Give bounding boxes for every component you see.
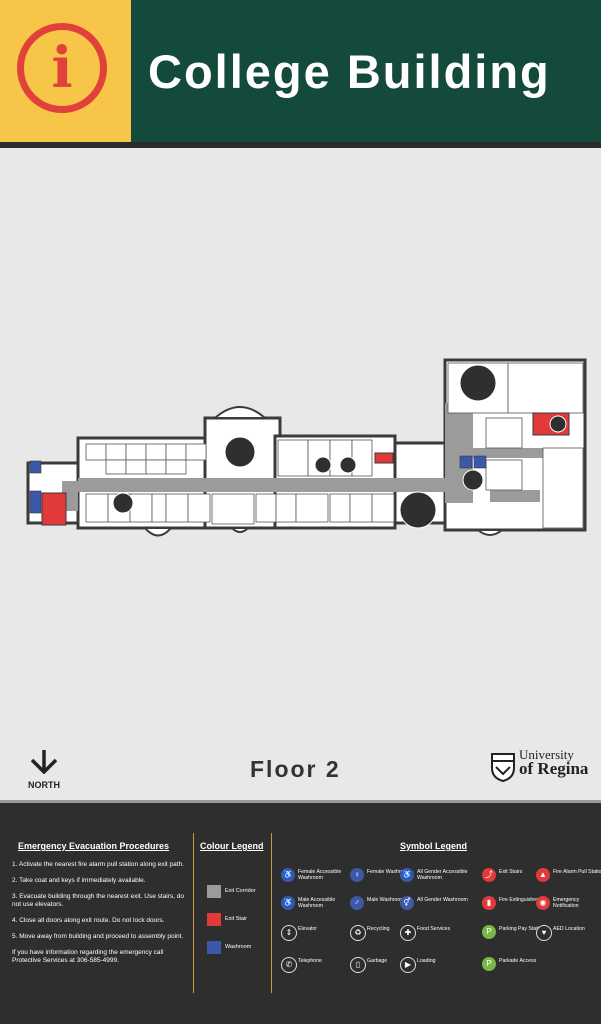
symbol-legend-label: Male Accessible Washroom bbox=[298, 897, 336, 910]
symbol-legend-item: ⇕Elevator bbox=[281, 925, 391, 943]
symbol-legend-label: Parkade Access bbox=[499, 958, 537, 964]
aed-icon: ♥ bbox=[536, 925, 552, 941]
symbol-legend-item: ♻Recycling bbox=[350, 925, 460, 943]
garbage-icon: ▯ bbox=[350, 957, 366, 973]
procedure-step: 4. Close all doors along exit route. Do … bbox=[12, 917, 165, 924]
symbol-legend-label: Telephone bbox=[298, 958, 322, 964]
symbol-legend-item: ♂Male Washroom bbox=[350, 896, 460, 914]
north-label: NORTH bbox=[28, 780, 60, 790]
loading-icon: ▶ bbox=[400, 957, 416, 973]
symbol-legend-label: All Gender Accessible Washroom bbox=[417, 869, 468, 882]
symbol-legend-item: ▮Fire Extinguisher bbox=[482, 896, 592, 914]
floor-label: Floor 2 bbox=[250, 756, 341, 782]
info-glyph: i bbox=[51, 35, 73, 101]
university-name-line1: University bbox=[519, 747, 574, 762]
symbol-legend-label: Fire Extinguisher bbox=[499, 897, 538, 903]
header-banner: i College Building bbox=[0, 0, 601, 142]
procedures-list: 1. Activate the nearest fire alarm pull … bbox=[12, 861, 190, 973]
exit-stairs-icon: ⤴ bbox=[482, 868, 496, 882]
parking-pay-icon: P bbox=[482, 925, 496, 939]
info-icon: i bbox=[17, 23, 107, 113]
legend-panel: Emergency Evacuation Procedures 1. Activ… bbox=[0, 800, 601, 1024]
food-services-icon: ✚ bbox=[400, 925, 416, 941]
symbol-legend-label: Recycling bbox=[367, 926, 390, 932]
telephone-icon: ✆ bbox=[281, 957, 297, 973]
female-accessible-icon: ♿ bbox=[281, 868, 295, 882]
symbol-legend-label: Parking Pay Station bbox=[499, 926, 545, 932]
rooms-south bbox=[85, 493, 395, 525]
procedure-step: 5. Move away from building and proceed t… bbox=[12, 933, 184, 940]
symbol-legend-item: ♿Female Accessible Washroom bbox=[281, 868, 391, 886]
all-gender-accessible-icon: ♿ bbox=[400, 868, 414, 882]
emergency-notification-icon: ◉ bbox=[536, 896, 550, 910]
legend-divider bbox=[271, 833, 272, 993]
procedure-step: 3. Evacuate building through the nearest… bbox=[12, 893, 184, 908]
symbol-legend-item: ▯Garbage bbox=[350, 957, 460, 975]
symbol-legend-label: AED Location bbox=[553, 926, 585, 932]
symbol-legend-item: ♀Female Washroom bbox=[350, 868, 460, 886]
symbol-legend-label: Elevator bbox=[298, 926, 318, 932]
symbol-legend-label: Male Washroom bbox=[367, 897, 405, 903]
university-logo: University of Regina bbox=[490, 748, 590, 784]
building-title: College Building bbox=[148, 45, 551, 98]
rooms-north bbox=[85, 439, 373, 477]
symbol-legend-item: ⚥All Gender Washroom bbox=[400, 896, 510, 914]
symbol-legend-item: ⤴Exit Stairs bbox=[482, 868, 592, 886]
female-icon: ♀ bbox=[350, 868, 364, 882]
symbol-legend-label: Loading bbox=[417, 958, 436, 964]
symbol-legend-item: ✆Telephone bbox=[281, 957, 391, 975]
crest-icon bbox=[491, 753, 515, 782]
map-area: NORTH Floor 2 University of Regina bbox=[0, 148, 601, 800]
recycling-icon: ♻ bbox=[350, 925, 366, 941]
symbol-legend-label: Female Washroom bbox=[367, 869, 411, 875]
header-divider bbox=[0, 142, 601, 148]
symbol-legend-label: Garbage bbox=[367, 958, 388, 964]
fire-alarm-icon: ▲ bbox=[536, 868, 550, 882]
symbol-legend-item: ◉Emergency Notification bbox=[536, 896, 601, 914]
symbol-legend-label: Female Accessible Washroom bbox=[298, 869, 342, 882]
symbol-legend-item: ▲Fire Alarm Pull Station bbox=[536, 868, 601, 886]
procedure-contact: If you have information regarding the em… bbox=[12, 949, 164, 964]
symbol-legend-item: ✚Food Services bbox=[400, 925, 510, 943]
symbol-legend-title: Symbol Legend bbox=[400, 841, 468, 851]
colour-legend-title: Colour Legend bbox=[200, 841, 264, 851]
washroom bbox=[29, 455, 487, 514]
round-rooms bbox=[112, 364, 567, 529]
elevator-icon: ⇕ bbox=[281, 925, 297, 941]
north-indicator: NORTH bbox=[22, 748, 66, 790]
procedure-step: 1. Activate the nearest fire alarm pull … bbox=[12, 861, 184, 868]
legend-divider bbox=[193, 833, 194, 993]
university-name-line2: of Regina bbox=[519, 759, 589, 778]
symbol-legend-label: Emergency Notification bbox=[553, 897, 580, 910]
symbol-legend-label: Exit Stairs bbox=[499, 869, 523, 875]
male-accessible-icon: ♿ bbox=[281, 896, 295, 910]
procedure-step: 2. Take coat and keys if immediately ava… bbox=[12, 877, 146, 884]
male-icon: ♂ bbox=[350, 896, 364, 910]
symbol-legend-label: All Gender Washroom bbox=[417, 897, 468, 903]
stair-swatch bbox=[207, 913, 221, 926]
fire-extinguisher-icon: ▮ bbox=[482, 896, 496, 910]
washroom-swatch bbox=[207, 941, 221, 954]
north-arrow-icon bbox=[30, 750, 58, 775]
rooms-east bbox=[447, 362, 584, 529]
symbol-legend-item: ♥AED Location bbox=[536, 925, 601, 943]
symbol-legend-item: ▶Loading bbox=[400, 957, 510, 975]
colour-legend-label: Washroom bbox=[225, 944, 252, 950]
procedures-title: Emergency Evacuation Procedures bbox=[18, 841, 170, 851]
parkade-access-icon: P bbox=[482, 957, 496, 971]
colour-legend-label: Exit Stair bbox=[225, 916, 248, 922]
symbol-legend-item: ♿All Gender Accessible Washroom bbox=[400, 868, 510, 886]
all-gender-icon: ⚥ bbox=[400, 896, 414, 910]
corridor-swatch bbox=[207, 885, 221, 898]
symbol-legend-item: ♿Male Accessible Washroom bbox=[281, 896, 391, 914]
floor-plan bbox=[26, 358, 587, 537]
exit-corridor bbox=[62, 403, 543, 511]
bay-windows bbox=[142, 406, 505, 537]
symbol-legend-label: Fire Alarm Pull Station bbox=[553, 869, 601, 875]
colour-legend-label: Exit Corridor bbox=[225, 888, 256, 894]
symbol-legend-label: Food Services bbox=[417, 926, 451, 932]
info-badge: i bbox=[0, 0, 131, 142]
